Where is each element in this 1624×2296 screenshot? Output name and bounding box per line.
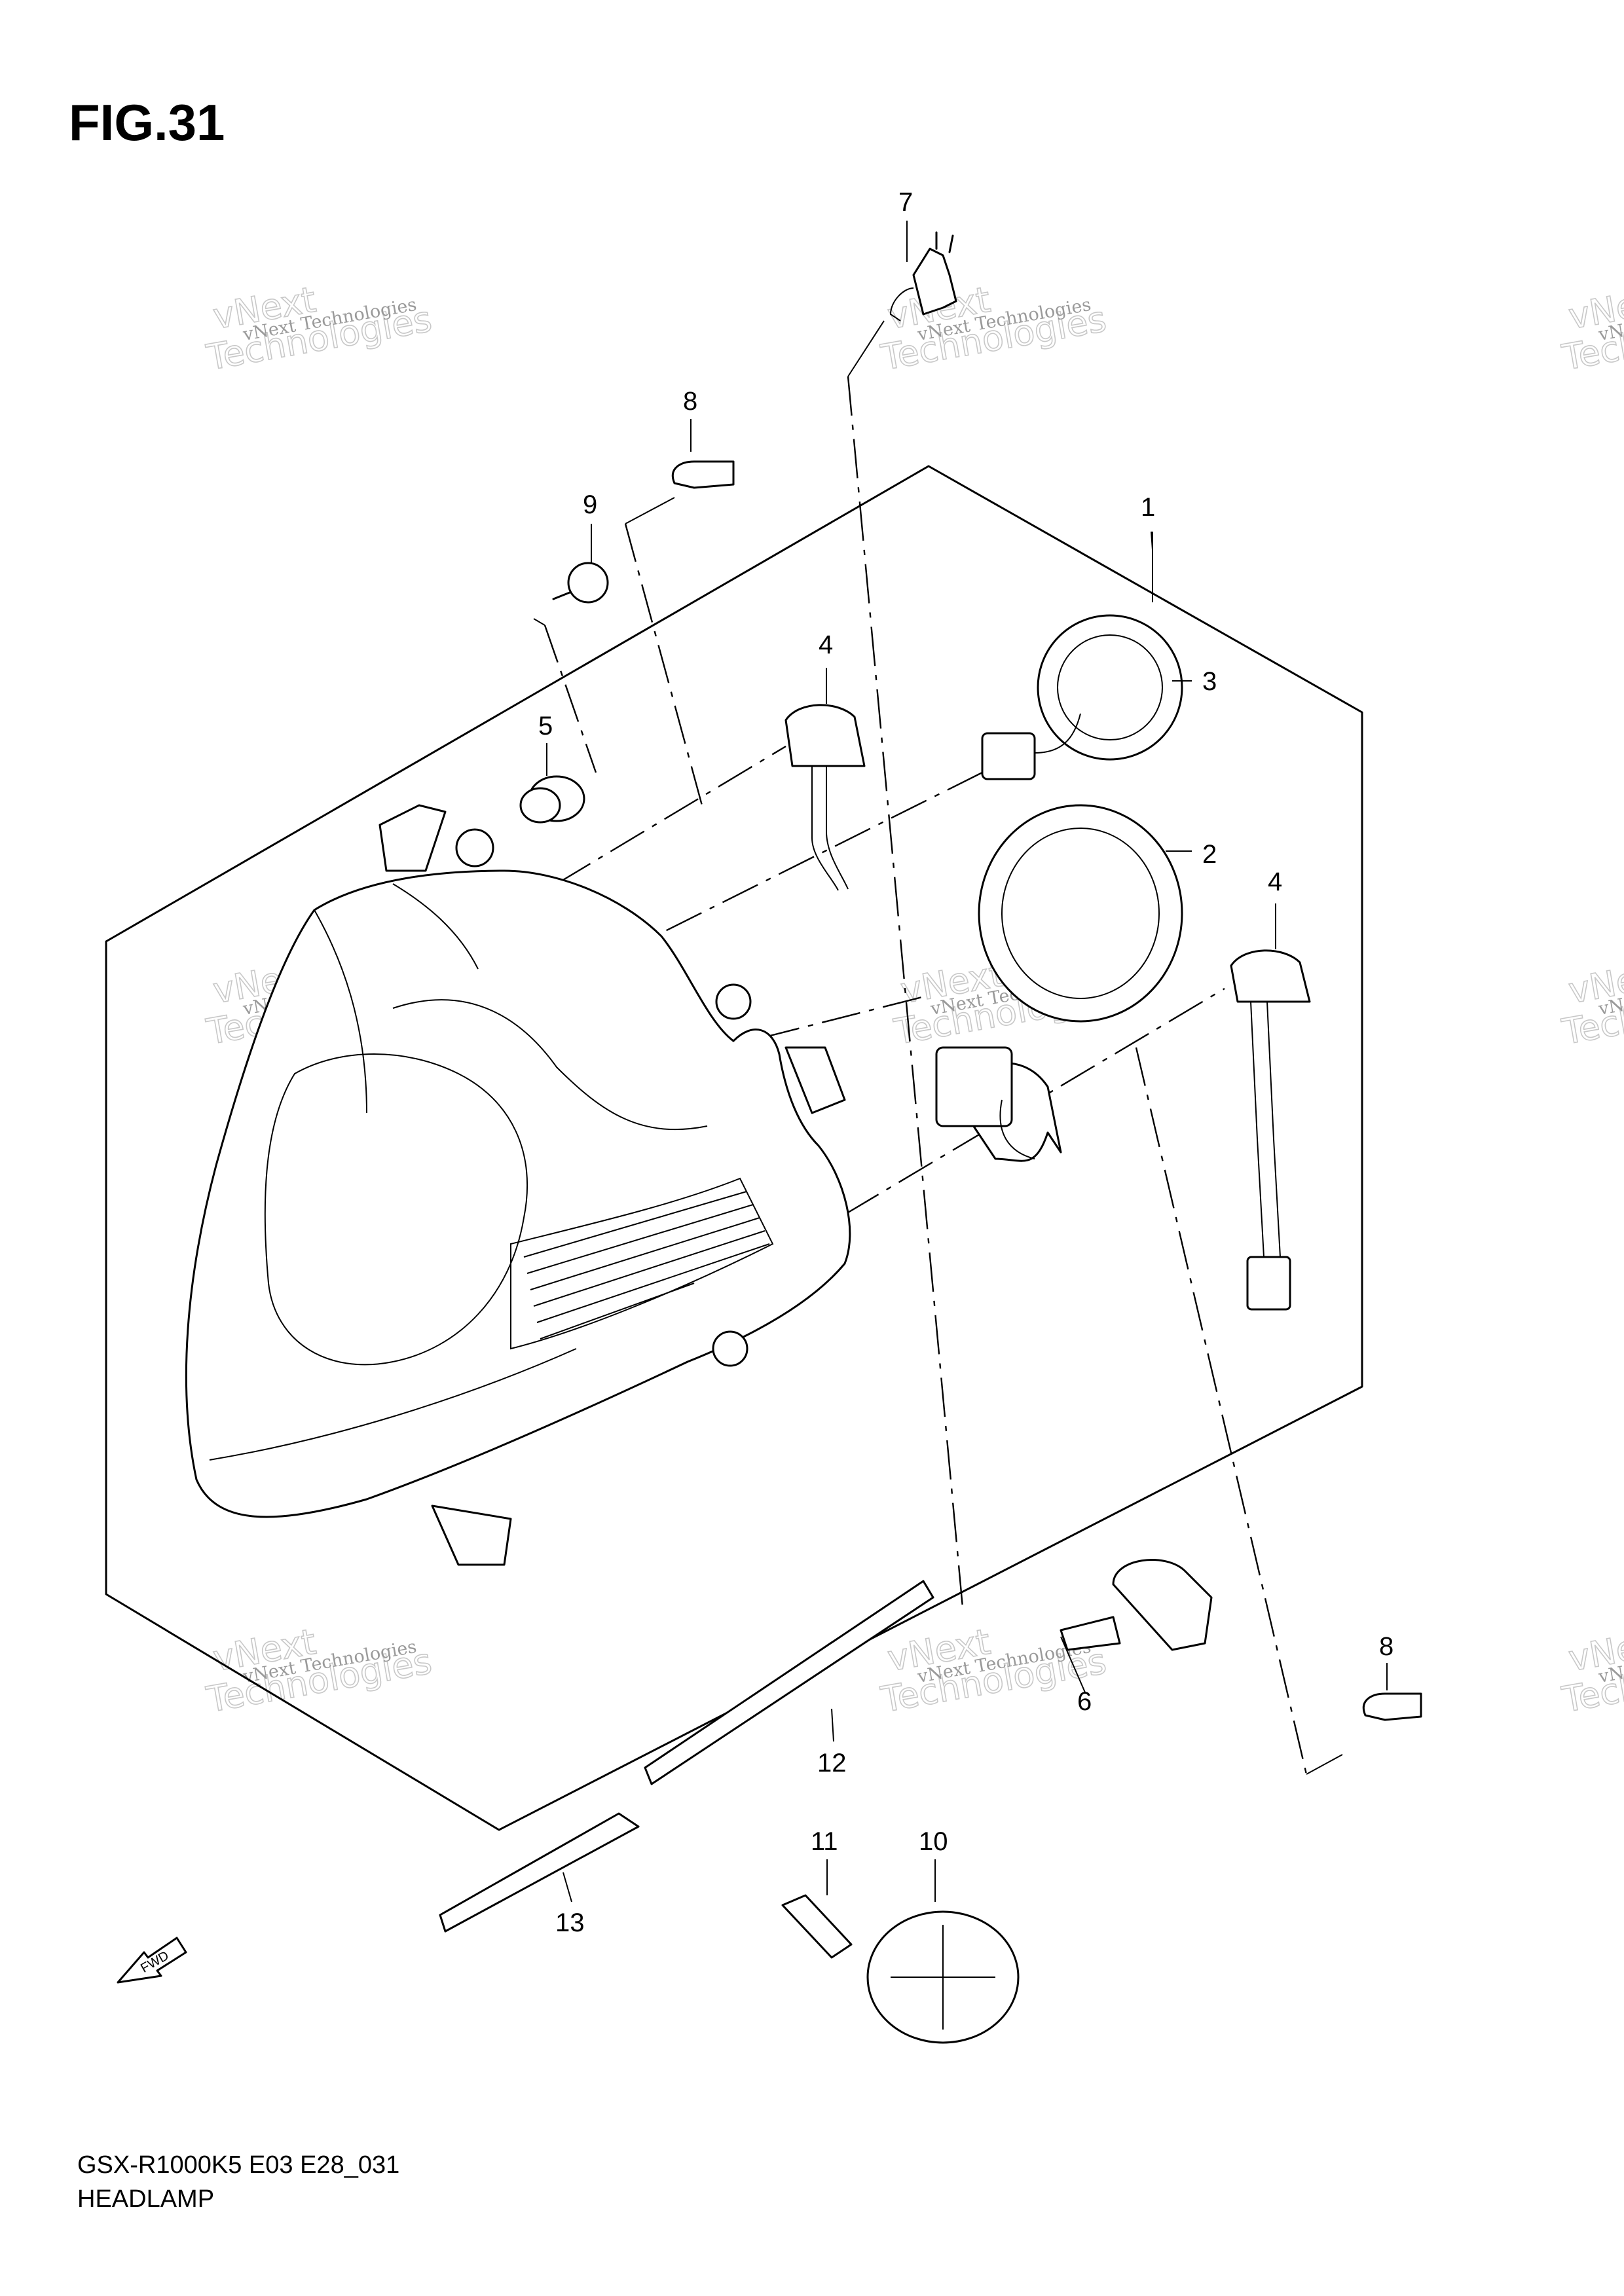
fwd-direction-arrow: FWD bbox=[117, 1937, 187, 1984]
figure-title: FIG.31 bbox=[69, 94, 225, 151]
part-6-bulb bbox=[1060, 1559, 1213, 1651]
callout-7: 7 bbox=[898, 188, 913, 217]
callout-13: 13 bbox=[555, 1908, 585, 1937]
callout-4a: 4 bbox=[819, 630, 833, 659]
watermark: vNext Technologies vNext Technologies bbox=[877, 278, 1110, 379]
part-11-pin bbox=[781, 1894, 853, 1959]
headlamp-housing bbox=[185, 804, 851, 1566]
part-3-socket bbox=[981, 614, 1183, 780]
callout-11: 11 bbox=[811, 1827, 838, 1856]
callouts: 1 2 3 4 4 5 6 7 8 8 9 10 11 12 13 bbox=[538, 188, 1393, 1937]
callout-leaders bbox=[546, 221, 1388, 1903]
watermark: vNext Technologies vNext Technologies bbox=[203, 278, 435, 379]
section-name: HEADLAMP bbox=[77, 2185, 215, 2213]
callout-9: 9 bbox=[583, 490, 597, 519]
part-12-strip bbox=[644, 1580, 934, 1785]
watermark: vNext Technologies vNext Technologies bbox=[1559, 1620, 1624, 1721]
callout-8b: 8 bbox=[1379, 1632, 1393, 1661]
callout-2: 2 bbox=[1202, 840, 1217, 869]
callout-1: 1 bbox=[1141, 493, 1155, 522]
callout-12: 12 bbox=[817, 1749, 847, 1777]
watermark: vNext Technologies vNext Technologies bbox=[1559, 953, 1624, 1053]
callout-3: 3 bbox=[1202, 667, 1217, 696]
part-9-screw bbox=[552, 562, 609, 604]
part-10-reflector bbox=[866, 1910, 1020, 2044]
callout-4b: 4 bbox=[1268, 867, 1282, 896]
watermark: vNext Technologies vNext Technologies bbox=[203, 1620, 435, 1721]
model-code: GSX-R1000K5 E03 E28_031 bbox=[77, 2151, 400, 2179]
part-8-bulb-lower bbox=[1362, 1692, 1422, 1721]
callout-5: 5 bbox=[538, 712, 553, 740]
part-5-grommet bbox=[519, 775, 585, 824]
callout-6: 6 bbox=[1077, 1687, 1092, 1716]
part-2-socket-holder bbox=[935, 804, 1183, 1162]
callout-10: 10 bbox=[919, 1827, 948, 1856]
part-7-bulb bbox=[889, 231, 957, 321]
part-8-bulb-upper bbox=[671, 460, 735, 489]
callout-8a: 8 bbox=[683, 387, 697, 416]
watermark: vNext Technologies vNext Technologies bbox=[1559, 278, 1624, 379]
part-4-socket-right bbox=[1230, 949, 1311, 1311]
housing-hatching bbox=[523, 1191, 770, 1339]
part-13-strip bbox=[439, 1812, 640, 1933]
part-4-socket-left bbox=[784, 704, 866, 891]
assembly-boundary bbox=[105, 465, 1363, 1831]
